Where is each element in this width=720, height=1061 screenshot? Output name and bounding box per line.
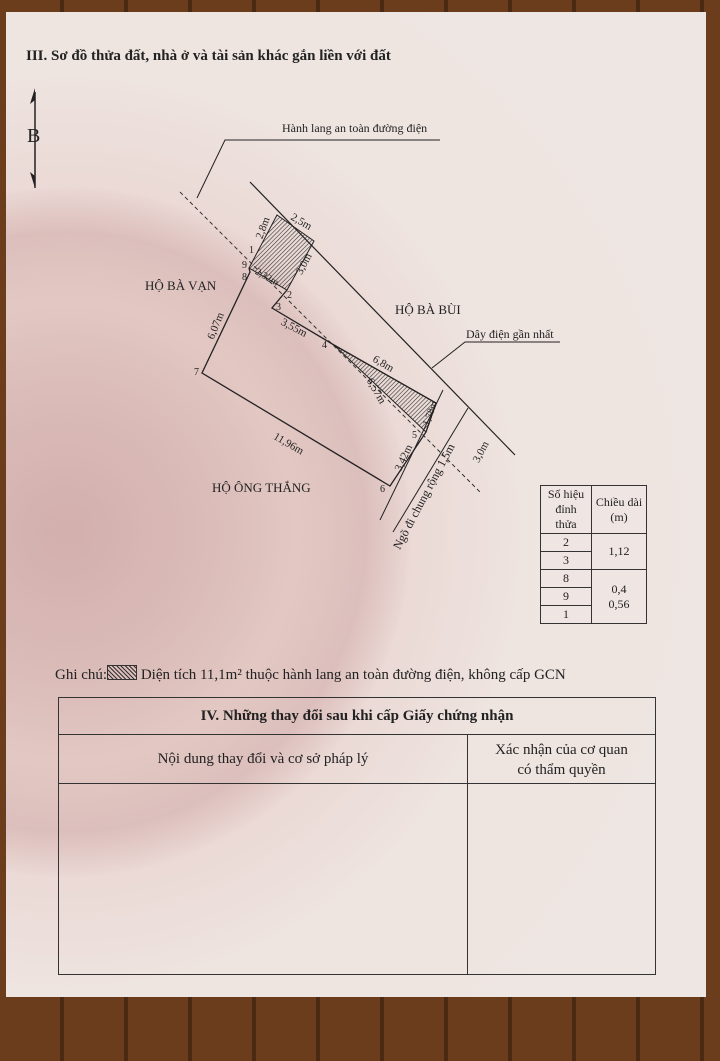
- road-edge-line: [392, 407, 469, 533]
- section-3-title: III. Sơ đồ thửa đất, nhà ở và tài sản kh…: [26, 48, 391, 64]
- neighbor-south: HỘ ÔNG THẮNG: [212, 480, 311, 495]
- point-label: 2: [287, 290, 292, 301]
- note-prefix: Ghi chú:: [55, 667, 108, 683]
- parcel-outline: [201, 267, 437, 487]
- column-change-content: Nội dung thay đổi và cơ sở pháp lý: [59, 735, 468, 783]
- neighbor-east: HỘ BÀ BÙI: [395, 302, 461, 317]
- point-label: 5: [412, 430, 417, 441]
- column-authority-confirmation: Xác nhận của cơ quan có thẩm quyền: [468, 735, 655, 783]
- north-arrow: [30, 88, 36, 188]
- wire-leader-line: [431, 341, 560, 369]
- column-header-line: Xác nhận của cơ quan: [495, 742, 628, 758]
- table-cell: 2: [540, 533, 592, 552]
- point-label: 1: [249, 245, 254, 256]
- changes-table: IV. Những thay đổi sau khi cấp Giấy chứn…: [58, 697, 656, 975]
- corridor-leader-line: [196, 139, 440, 199]
- note-text: Diện tích 11,1m² thuộc hành lang an toàn…: [140, 667, 566, 683]
- neighbor-west: HỘ BÀ VẠN: [145, 278, 217, 293]
- table-header: Số hiệu đỉnh thửa: [540, 485, 592, 534]
- length-value: 0,4: [611, 582, 627, 596]
- table-header: Chiều dài (m): [591, 485, 647, 534]
- point-label: 3: [276, 302, 281, 313]
- column-header-line: có thẩm quyền: [517, 762, 606, 778]
- section-4-title: IV. Những thay đổi sau khi cấp Giấy chứn…: [59, 698, 655, 735]
- hatch-legend-swatch: [107, 665, 138, 680]
- table-cell: 1,12: [591, 533, 647, 570]
- table-cell: 9: [540, 587, 592, 606]
- table-cell: 8: [540, 569, 592, 588]
- table-cell: 3: [540, 551, 592, 570]
- point-label: 7: [194, 367, 199, 378]
- wire-label: Dây điện gần nhất: [466, 327, 554, 341]
- point-label: 9: [242, 260, 247, 271]
- point-label: 4: [322, 340, 327, 351]
- north-label: B: [27, 125, 41, 147]
- land-plot-diagram: [30, 88, 560, 533]
- change-content-cell: [59, 784, 468, 974]
- corridor-label: Hành lang an toàn đường điện: [282, 121, 428, 135]
- point-label: 6: [380, 484, 385, 495]
- table-cell: 1: [540, 605, 592, 624]
- length-value: 0,56: [608, 597, 630, 611]
- note: Ghi chú: Diện tích 11,1m² thuộc hành lan…: [55, 665, 566, 684]
- road-edge-line: [379, 389, 444, 521]
- point-label: 8: [242, 272, 247, 283]
